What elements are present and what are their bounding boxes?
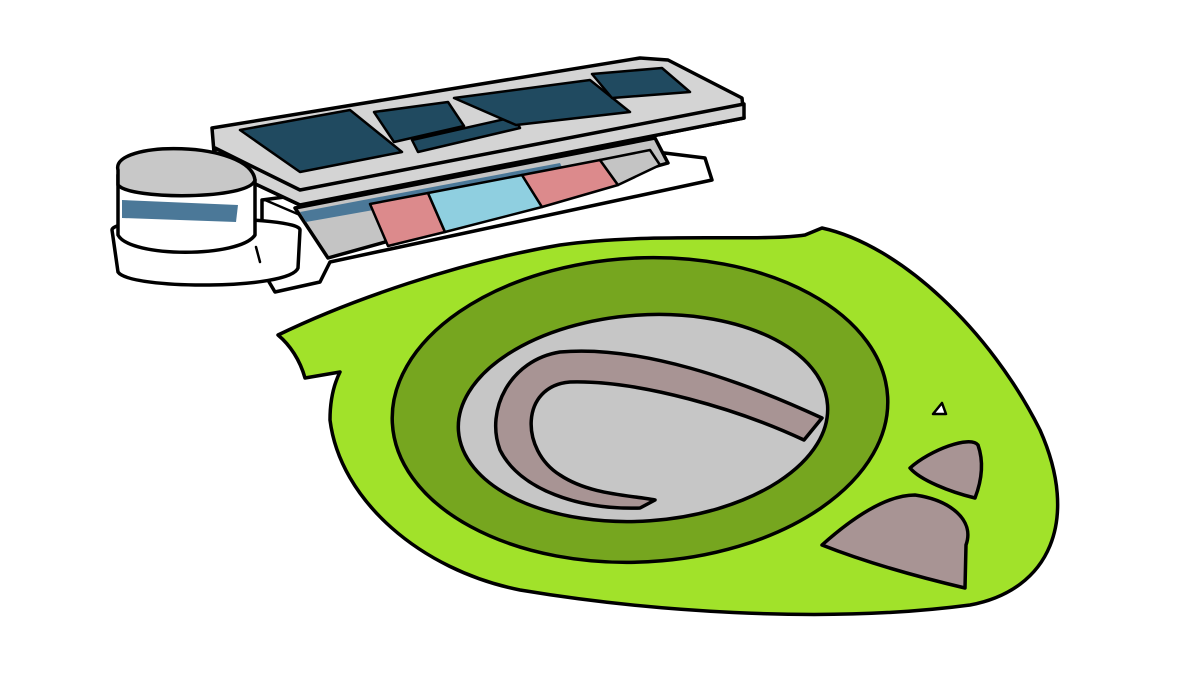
grandstand <box>110 56 746 294</box>
roof-panel-left <box>238 108 404 174</box>
right-pad-lower <box>820 493 970 590</box>
racecourse <box>276 226 1060 617</box>
tower-top <box>116 146 257 198</box>
tower-window-dash-2 <box>263 198 302 217</box>
roof-panel-center <box>452 78 632 127</box>
roof-panel-mid-bar <box>410 115 522 154</box>
tower-window-dash <box>254 245 262 264</box>
roof-panel-mid-small <box>372 100 466 144</box>
small-marker <box>931 401 948 416</box>
right-pad-upper <box>908 440 984 500</box>
tower-band <box>122 200 238 222</box>
seat-band-grey-right <box>598 148 662 187</box>
inner-horseshoe-path <box>494 349 824 510</box>
roof-panel-right <box>590 66 692 100</box>
